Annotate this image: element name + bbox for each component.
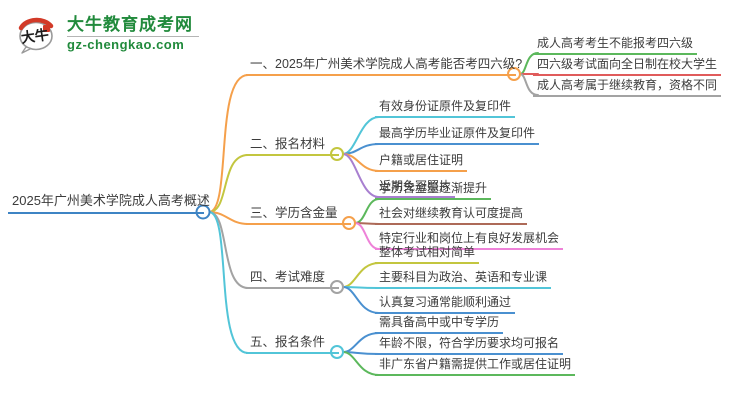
- leaf-node[interactable]: 成人高考考生不能报考四六级: [533, 34, 698, 55]
- edge-root-branch-2: [208, 154, 249, 213]
- site-logo[interactable]: 大牛 大牛教育成考网 gz-chengkao.com: [14, 12, 199, 54]
- leaf-node[interactable]: 需具备高中或中专学历: [375, 313, 504, 334]
- leaf-node[interactable]: 主要科目为政治、英语和专业课: [375, 268, 552, 289]
- leaf-node[interactable]: 户籍或居住证明: [375, 151, 468, 172]
- logo-domain: gz-chengkao.com: [67, 36, 185, 52]
- leaf-node[interactable]: 非广东省户籍需提供工作或居住证明: [375, 355, 576, 376]
- branch-4-title[interactable]: 四、考试难度: [246, 268, 339, 289]
- logo-icon-text: 大牛: [20, 26, 50, 47]
- edge-root-branch-1: [208, 74, 249, 213]
- leaf-node[interactable]: 最高学历毕业证原件及复印件: [375, 124, 540, 145]
- edge-b4-child-3: [342, 286, 380, 314]
- edge-b2-child-2: [342, 143, 380, 155]
- leaf-node[interactable]: 认真复习通常能顺利通过: [375, 293, 516, 314]
- edge-b5-child-3: [342, 351, 380, 376]
- leaf-node[interactable]: 近期免冠照片: [375, 177, 456, 198]
- logo-title: 大牛教育成考网: [67, 14, 193, 34]
- branch-2-title[interactable]: 二、报名材料: [246, 135, 339, 156]
- leaf-node[interactable]: 特定行业和岗位上有良好发展机会: [375, 229, 564, 250]
- leaf-node[interactable]: 学历含金量逐渐提升: [375, 179, 492, 200]
- edge-b5-child-1: [342, 332, 380, 353]
- leaf-node[interactable]: 年龄不限，符合学历要求均可报名: [375, 334, 564, 355]
- logo-bull-icon: 大牛: [18, 17, 54, 54]
- branch-3-title[interactable]: 三、学历含金量: [246, 204, 351, 225]
- logo-divider: [67, 35, 199, 37]
- edge-root-branch-5: [208, 211, 249, 354]
- edge-b2-child-4: [342, 153, 380, 198]
- leaf-node[interactable]: 社会对继续教育认可度提高: [375, 204, 528, 225]
- branch-5-title[interactable]: 五、报名条件: [246, 333, 339, 354]
- leaf-node[interactable]: 成人高考属于继续教育，资格不同: [533, 76, 722, 97]
- branch-1-title[interactable]: 一、2025年广州美术学院成人高考能否考四六级?: [246, 55, 522, 76]
- edge-b4-child-1: [342, 262, 380, 288]
- edge-b1-child-3: [519, 73, 539, 96]
- leaf-node[interactable]: 有效身份证原件及复印件: [375, 97, 516, 118]
- leaf-node[interactable]: 整体考试相对简单: [375, 243, 480, 264]
- root-node[interactable]: 2025年广州美术学院成人高考概述: [8, 192, 210, 214]
- leaf-node[interactable]: 四六级考试面向全日制在校大学生: [533, 55, 722, 76]
